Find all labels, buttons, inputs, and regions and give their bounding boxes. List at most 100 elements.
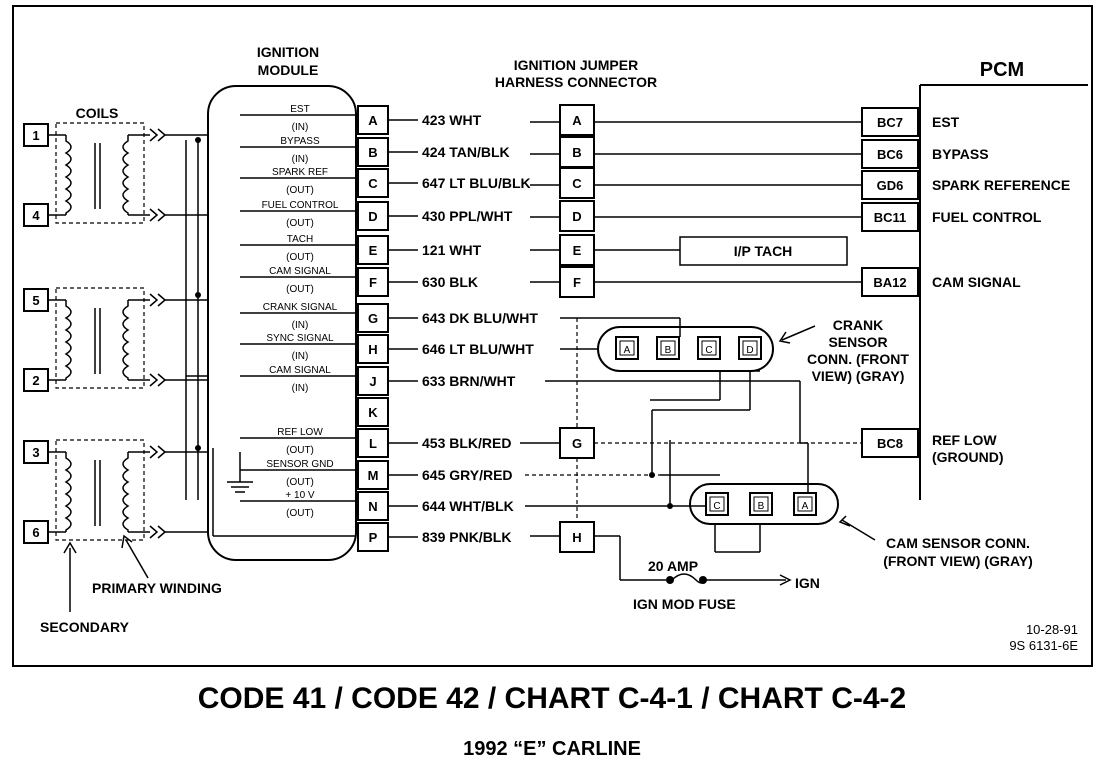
coil-terminal-label: 3: [32, 445, 39, 460]
wire-label: 121 WHT: [422, 242, 482, 258]
fuse-terminal-dot: [666, 576, 674, 584]
pcm-title: PCM: [980, 59, 1024, 81]
coil-terminal-label: 6: [32, 525, 39, 540]
ignition-module-body: [207, 85, 357, 561]
wire-label: 430 PPL/WHT: [422, 208, 513, 224]
junction-dot: [195, 292, 201, 298]
coil-housing: [55, 287, 145, 389]
diagram-subtitle: 1992 “E” CARLINE: [463, 738, 641, 760]
junction-dot: [667, 503, 673, 509]
module-signal-dir: (OUT): [286, 185, 314, 196]
crank-sensor-label-line: CONN. (FRONT: [807, 351, 909, 367]
pcm-terminal-pin: GD6: [877, 178, 904, 193]
module-signal-label: SENSOR GND: [266, 459, 333, 470]
secondary-arrow-icon: [63, 541, 77, 612]
crank-pin-inner: [660, 340, 676, 356]
jumper-pin-label: A: [572, 113, 582, 128]
jumper-pin-label: C: [572, 176, 582, 191]
module-pin-box: [357, 267, 389, 297]
module-signal-label: BYPASS: [280, 136, 320, 147]
jumper-pin-box: [559, 266, 595, 298]
primary-arrow-icon: [121, 534, 149, 579]
module-signal-dir: (IN): [292, 122, 309, 133]
diagram-title: CODE 41 / CODE 42 / CHART C-4-1 / CHART …: [198, 682, 906, 715]
module-signal-dir: (OUT): [286, 252, 314, 263]
pcm-terminal-label: REF LOW: [932, 432, 997, 448]
coil-terminal-label: 4: [32, 208, 40, 223]
pcm-terminal-box: [861, 267, 919, 297]
spark-plug-icon: [149, 293, 167, 307]
pcm-terminal-label: SPARK REFERENCE: [932, 177, 1070, 193]
spark-plug-icon: [149, 525, 167, 539]
crank-pin-inner: [619, 340, 635, 356]
wire-label: 633 BRN/WHT: [422, 373, 516, 389]
jumper-pin-box: [559, 200, 595, 232]
module-pin-label: J: [369, 374, 376, 389]
jumper-title-1: IGNITION JUMPER: [514, 57, 638, 73]
cam-pin-inner: [797, 496, 813, 512]
coil-terminal-label: 5: [32, 293, 39, 308]
ip-tach-label: I/P TACH: [734, 243, 793, 259]
jumper-pin-box: [559, 521, 595, 553]
module-pin-box: [357, 201, 389, 231]
spark-plug-icon: [149, 445, 167, 459]
module-signal-label: SPARK REF: [272, 167, 328, 178]
primary-winding-coil: [64, 300, 72, 380]
crank-pin-box: [697, 336, 721, 360]
secondary-winding-coil: [122, 300, 130, 380]
cam-pin-label: B: [758, 501, 765, 512]
module-pin-label: M: [368, 468, 379, 483]
crank-pin-label: A: [624, 345, 631, 356]
wire-label: 645 GRY/RED: [422, 467, 513, 483]
cam-sensor-label-line: CAM SENSOR CONN.: [886, 535, 1030, 551]
crank-arrow-icon: [778, 325, 816, 344]
module-pin-label: B: [368, 145, 377, 160]
spark-plug-icon: [149, 128, 167, 142]
jumper-pin-label: B: [572, 145, 581, 160]
module-signal-label: SYNC SIGNAL: [266, 333, 334, 344]
coil-terminal-label: 1: [32, 128, 39, 143]
cam-sensor-label: CAM SENSOR CONN.(FRONT VIEW) (GRAY): [838, 515, 1033, 569]
cam-pin-inner: [753, 496, 769, 512]
ignition-module-title-2: MODULE: [258, 62, 319, 78]
module-signal-label: CRANK SIGNAL: [263, 302, 338, 313]
junction-dot: [195, 137, 201, 143]
module-pin-label: N: [368, 499, 377, 514]
module-signal-dir: (OUT): [286, 445, 314, 456]
module-signal-dir: (OUT): [286, 477, 314, 488]
diagram-frame: [12, 5, 1093, 667]
module-pin-label: F: [369, 275, 377, 290]
module-pin-label: D: [368, 209, 377, 224]
jumper-pin-label: H: [572, 530, 581, 545]
module-signal-dir: (OUT): [286, 508, 314, 519]
pcm-terminal-pin: BC8: [877, 436, 903, 451]
pcm-terminal-label: CAM SIGNAL: [932, 274, 1021, 290]
module-pin-label: H: [368, 342, 377, 357]
module-signal-dir: (OUT): [286, 218, 314, 229]
jumper-pin-label: E: [573, 243, 582, 258]
crank-pin-box: [656, 336, 680, 360]
wire-label: 839 PNK/BLK: [422, 529, 511, 545]
pcm-terminal-label: BYPASS: [932, 146, 989, 162]
module-pin-label: A: [368, 113, 378, 128]
cam-sensor-connector: [689, 483, 839, 525]
ip-tach-box: [679, 236, 848, 266]
module-pin-box: [357, 428, 389, 458]
module-pin-box: [357, 105, 389, 135]
fuse-terminal-dot: [699, 576, 707, 584]
crank-sensor-label-line: VIEW) (GRAY): [812, 368, 905, 384]
wire-label: 646 LT BLU/WHT: [422, 341, 534, 357]
module-pin-box: [357, 397, 389, 427]
ground-symbol: [227, 452, 253, 493]
wire-label: 424 TAN/BLK: [422, 144, 510, 160]
cam-pin-label: C: [713, 501, 720, 512]
wire-label: 647 LT BLU/BLK: [422, 175, 531, 191]
pcm-terminal-pin: BA12: [873, 275, 906, 290]
crank-pin-box: [738, 336, 762, 360]
coil-housing: [55, 439, 145, 541]
wiring-lines: [185, 121, 862, 586]
